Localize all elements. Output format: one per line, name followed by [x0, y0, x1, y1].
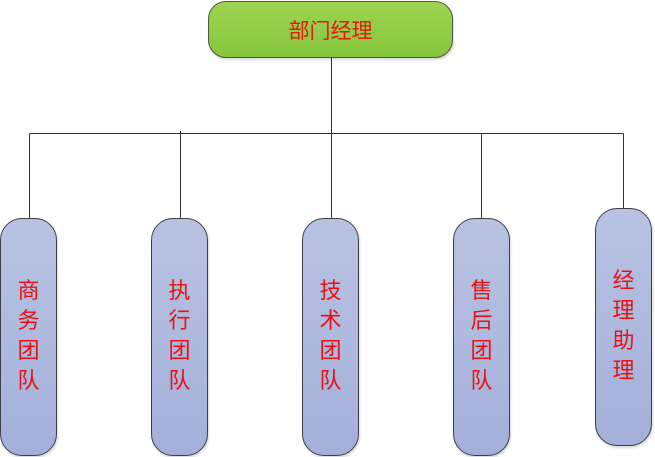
- node-business-team[interactable]: 商务团队: [0, 218, 57, 456]
- node-manager-assistant[interactable]: 经理助理: [595, 208, 652, 446]
- node-label: 商务团队: [17, 279, 40, 394]
- node-label: 部门经理: [288, 18, 373, 43]
- node-after-sales-team[interactable]: 售后团队: [453, 218, 510, 456]
- node-label: 技术团队: [319, 279, 342, 394]
- node-label: 执行团队: [168, 279, 191, 394]
- node-execution-team[interactable]: 执行团队: [151, 218, 208, 456]
- node-label: 售后团队: [470, 279, 493, 394]
- node-department-manager[interactable]: 部门经理: [208, 1, 453, 58]
- node-tech-team[interactable]: 技术团队: [302, 218, 359, 456]
- node-label: 经理助理: [612, 269, 635, 384]
